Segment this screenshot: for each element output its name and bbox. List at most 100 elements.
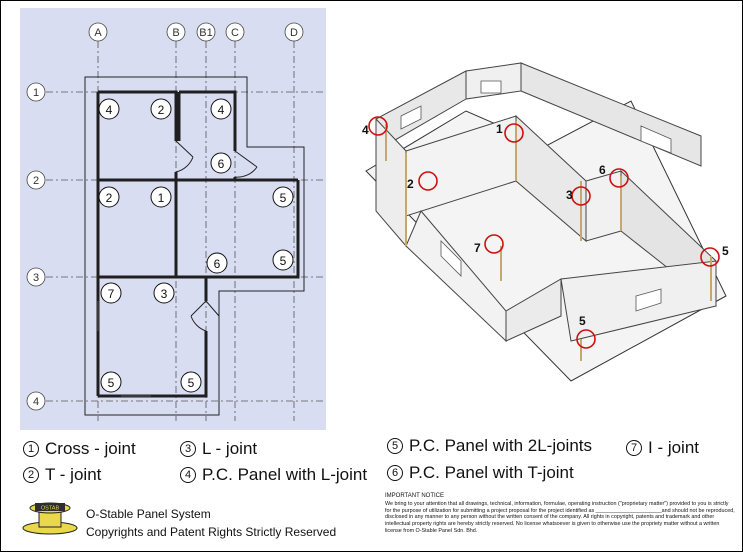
copyright-notice: Copyrights and Patent Rights Strictly Re… (86, 525, 337, 539)
site-outline (84, 76, 305, 416)
window-back-left (400, 105, 422, 130)
svg-text:5: 5 (722, 244, 729, 258)
grid-bubble-b: B (166, 22, 186, 42)
legend-number: 3 (180, 441, 196, 457)
floor-plan: A B B1 C D 1 (26, 22, 323, 421)
plan-marker-3: 3 (153, 282, 175, 304)
grid-bubble-c: C (225, 22, 245, 42)
door-upper-west (175, 140, 194, 173)
window-marks (97, 301, 151, 397)
iso-marker-5b: 5 (576, 314, 596, 349)
window-front-west (440, 240, 462, 277)
iso-marker-3: 3 (566, 186, 591, 206)
legend-item-l-joint: 3 L - joint (180, 439, 257, 459)
plan-marker-6a: 6 (210, 152, 232, 174)
svg-text:5: 5 (579, 314, 586, 328)
iso-marker-7: 7 (474, 234, 504, 255)
legend-number: 6 (387, 465, 403, 481)
company-name: O-Stable Panel System (86, 507, 211, 521)
svg-text:5: 5 (108, 376, 115, 390)
grid-bubble-a: A (88, 22, 108, 42)
iso-marker-5a: 5 (700, 244, 729, 267)
plan-marker-5a: 5 (272, 186, 294, 208)
svg-text:2: 2 (158, 103, 165, 117)
window-back-right (640, 125, 672, 154)
plan-marker-4a: 4 (98, 98, 120, 120)
window-openings (400, 80, 672, 312)
iso-marker-2: 2 (407, 171, 438, 191)
grid-label-1: 1 (33, 87, 39, 99)
legend-label: P.C. Panel with 2L-joints (409, 436, 593, 455)
legend-number: 5 (387, 438, 403, 454)
svg-text:4: 4 (362, 123, 369, 137)
svg-text:4: 4 (106, 103, 113, 117)
legend-number: 1 (23, 441, 39, 457)
wall-east-room (174, 180, 300, 279)
legend-label: P.C. Panel with T-joint (409, 463, 574, 482)
door-lower (190, 300, 220, 332)
grid-lines (46, 41, 323, 421)
wall-right-room (585, 170, 622, 242)
legend-number: 7 (626, 440, 642, 456)
grid-label-2: 2 (33, 175, 39, 187)
svg-text:3: 3 (161, 287, 168, 301)
svg-text:7: 7 (108, 287, 115, 301)
plan-joint-markers: 4 2 4 6 2 1 5 5 6 7 3 5 5 (98, 98, 294, 393)
window-back-mid (480, 80, 502, 94)
legend-item-pc-panel-2l-joints: 5 P.C. Panel with 2L-joints (387, 436, 592, 456)
svg-text:5: 5 (188, 376, 195, 390)
grid-label-d: D (290, 27, 298, 39)
grid-label-4: 4 (33, 396, 39, 408)
floor-plan-panel (20, 8, 326, 430)
svg-text:3: 3 (566, 188, 573, 202)
legend-item-pc-panel-t-joint: 6 P.C. Panel with T-joint (387, 463, 574, 483)
legend-label: L - joint (202, 439, 258, 458)
walls (96, 90, 300, 398)
notice-title: IMPORTANT NOTICE (385, 493, 445, 499)
wall-panels (375, 62, 717, 343)
grid-label-b: B (172, 27, 179, 39)
notice-body: We bring to your attention that all draw… (385, 501, 735, 534)
legend-item-t-joint: 2 T - joint (23, 465, 101, 485)
legend-number: 4 (180, 467, 196, 483)
grid-label-a: A (94, 27, 102, 39)
svg-text:6: 6 (218, 157, 225, 171)
legend-label: I - joint (648, 438, 700, 457)
legend-label: T - joint (45, 465, 102, 484)
window-front-east (635, 288, 662, 312)
grid-bubble-4: 4 (26, 391, 46, 411)
plan-marker-5c: 5 (100, 371, 122, 393)
plan-marker-2b: 2 (98, 186, 120, 208)
svg-text:4: 4 (218, 103, 225, 117)
legend-item-pc-panel-l-joint: 4 P.C. Panel with L-joint (180, 465, 367, 485)
grid-label-b1: B1 (199, 27, 212, 39)
iso-marker-6: 6 (599, 163, 629, 188)
svg-text:OSTAB: OSTAB (41, 506, 60, 512)
legend-item-i-joint: 7 I - joint (626, 438, 699, 458)
svg-text:6: 6 (599, 163, 606, 177)
iso-marker-4: 4 (362, 116, 388, 137)
svg-text:2: 2 (407, 177, 414, 191)
grid-label-c: C (231, 27, 239, 39)
grid-bubble-3: 3 (26, 267, 46, 287)
doors (175, 140, 258, 332)
iso-joint-markers: 4 1 2 6 3 7 5 5 (362, 116, 729, 349)
plan-marker-1: 1 (150, 186, 172, 208)
isometric-view: 4 1 2 6 3 7 5 5 (362, 62, 729, 382)
svg-text:7: 7 (474, 241, 481, 255)
wall-left-outer (375, 117, 407, 248)
grid-bubble-1: 1 (26, 82, 46, 102)
legend-number: 2 (23, 467, 39, 483)
plan-marker-7: 7 (100, 282, 122, 304)
svg-text:5: 5 (280, 254, 287, 268)
svg-text:1: 1 (496, 122, 503, 136)
legend-item-cross-joint: 1 Cross - joint (23, 439, 136, 459)
svg-text:2: 2 (106, 191, 113, 205)
grid-bubble-2: 2 (26, 170, 46, 190)
company-logo: OSTAB (22, 502, 78, 535)
svg-text:5: 5 (280, 191, 287, 205)
grid-bubbles: A B B1 C D 1 (26, 22, 304, 411)
plan-marker-4b: 4 (210, 98, 232, 120)
grid-bubble-b1: B1 (196, 22, 216, 42)
